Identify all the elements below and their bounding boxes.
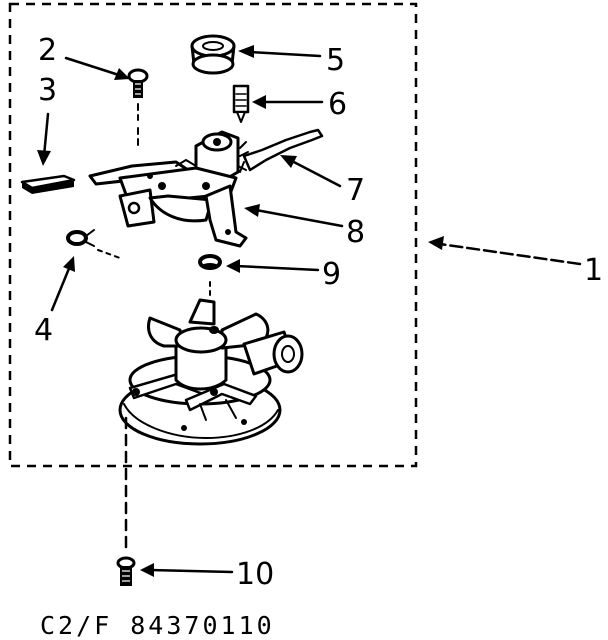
callout-6: 6 (328, 87, 347, 122)
part-5-pulley (190, 34, 236, 75)
gearcase-base (118, 298, 304, 446)
leader-arrow-6 (252, 95, 324, 109)
part-8-bracket-assembly (88, 130, 249, 248)
part-4-clip (66, 229, 95, 247)
leader-arrow-9 (226, 259, 320, 273)
part-3-block (20, 174, 76, 194)
part-9-washer (198, 254, 222, 270)
callout-3: 3 (38, 73, 57, 108)
clip-4-leader (97, 249, 121, 259)
callout-5: 5 (326, 43, 345, 78)
leader-arrow-4 (50, 256, 75, 312)
callout-1: 1 (584, 253, 603, 288)
figure-code: C2/F 84370110 (40, 611, 275, 640)
leader-arrow-2 (64, 56, 130, 80)
leader-arrow-8 (244, 204, 344, 228)
leader-arrow-5 (238, 45, 322, 58)
part-7-link-rod (239, 128, 324, 173)
part-2-screw (127, 68, 149, 98)
leader-arrow-7 (280, 155, 342, 188)
part-10-mounting-screw (116, 556, 136, 586)
leader-arrow-3 (37, 112, 51, 166)
callout-8: 8 (346, 215, 365, 250)
callout-10: 10 (236, 557, 274, 592)
callout-2: 2 (38, 33, 57, 68)
leader-arrow-10 (140, 563, 234, 577)
callout-7: 7 (346, 173, 365, 208)
callout-4: 4 (34, 313, 53, 348)
assembly-boundary-box (8, 2, 418, 468)
part-6-fitting (232, 84, 250, 123)
leader-arrow-1 (428, 236, 582, 266)
callout-9: 9 (322, 257, 341, 292)
